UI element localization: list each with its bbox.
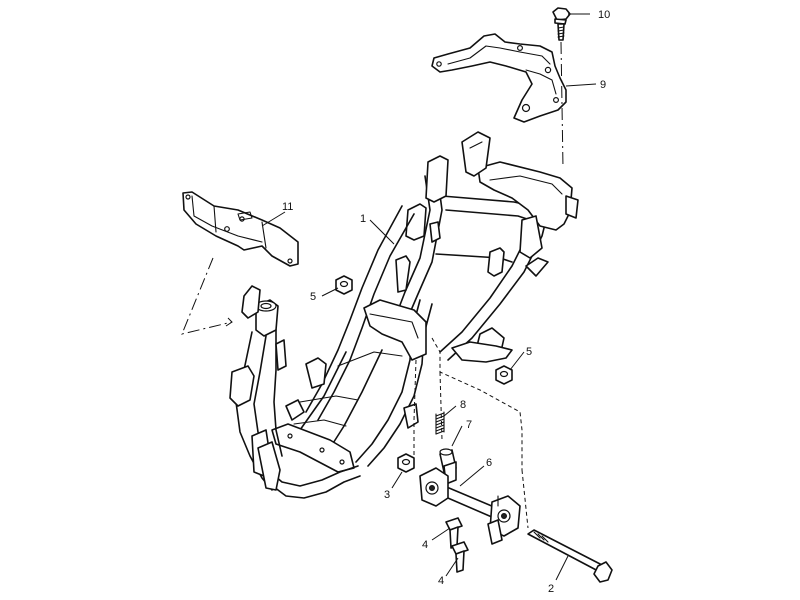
callout-6: 6: [486, 457, 492, 469]
callout-leaders: [261, 13, 597, 581]
part-8-spring: [435, 411, 445, 435]
part-1-main-frame: [229, 131, 579, 499]
callout-2: 2: [548, 583, 554, 595]
part-5-nut-lower: [495, 365, 513, 385]
callout-7: 7: [466, 419, 472, 431]
callout-4-lower: 4: [438, 575, 444, 587]
part-11-front-bracket: [182, 191, 299, 267]
part-2-long-bolt: [527, 529, 613, 583]
callout-4-upper: 4: [422, 539, 428, 551]
callout-3: 3: [384, 489, 390, 501]
callout-5-lower: 5: [526, 346, 532, 358]
callout-11: 11: [282, 201, 293, 213]
callout-5-upper: 5: [310, 291, 316, 303]
callout-1: 1: [360, 213, 366, 225]
bracket-11-mount-line: [181, 257, 233, 335]
callout-9: 9: [600, 79, 606, 91]
callout-8: 8: [460, 399, 466, 411]
part-4-bolt-lower: [451, 541, 469, 573]
callout-10: 10: [598, 9, 610, 21]
part-10-bolt: [552, 7, 571, 41]
part-6-engine-hanger: [419, 467, 521, 545]
part-5-nut-upper: [335, 275, 353, 295]
fastener-axis-top: [560, 41, 564, 169]
part-7-collar: [439, 448, 457, 485]
part-3-nut: [397, 453, 415, 473]
part-9-carrier-bracket: [431, 33, 567, 123]
part-4-bolt-upper: [445, 517, 463, 549]
callout-labels: 10 9 1 11 5 5 8 7 6 3 4 4 2: [282, 9, 610, 595]
